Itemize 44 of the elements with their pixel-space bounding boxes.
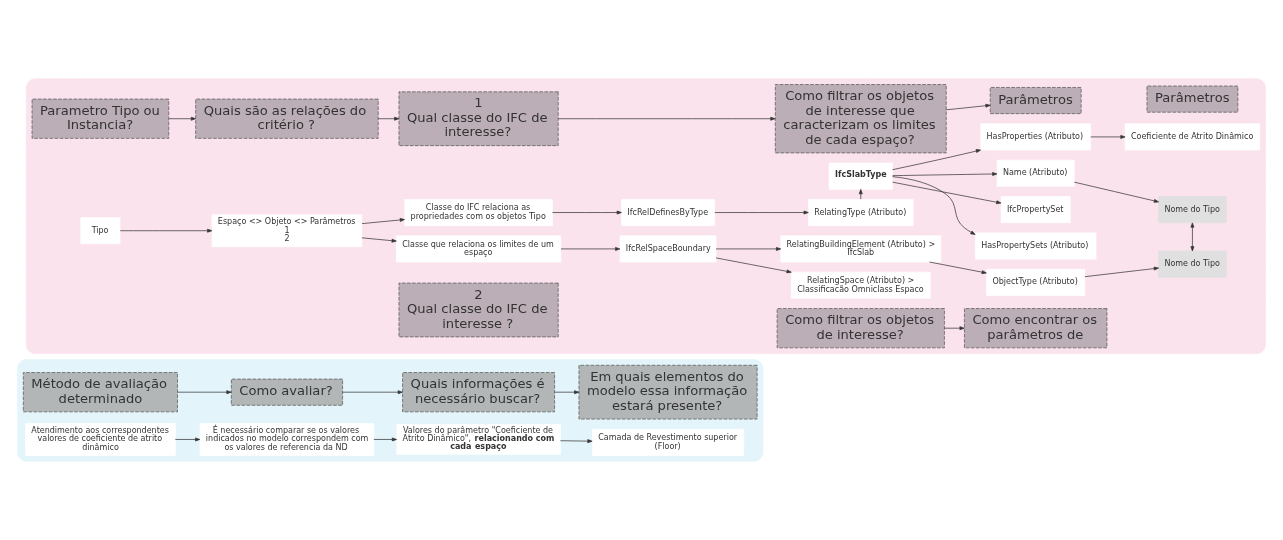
node-box: Como avaliar? bbox=[230, 378, 343, 406]
arrow bbox=[119, 228, 213, 233]
arrow bbox=[558, 116, 776, 121]
cluster bbox=[17, 359, 764, 462]
node-box: Como encontrar os parâmetros de bbox=[964, 308, 1108, 349]
node-box: Parâmetros bbox=[1146, 85, 1239, 113]
arrow bbox=[560, 439, 593, 444]
node-box: Quais são as relações do critério ? bbox=[195, 98, 379, 139]
node-box: Como filtrar os objetos de interesse que caracterizam os limites de cada espaço? bbox=[774, 84, 947, 154]
arrow bbox=[715, 247, 782, 251]
arrow bbox=[1084, 266, 1159, 278]
arrow bbox=[552, 210, 622, 215]
arrow bbox=[929, 261, 987, 275]
arrow bbox=[715, 257, 792, 274]
node-box: 1 Qual classe do IFC de interesse? bbox=[398, 91, 559, 146]
arrow bbox=[946, 103, 991, 111]
node-box: Parâmetros bbox=[989, 87, 1082, 114]
arrow bbox=[892, 181, 1002, 205]
node-box: 2 Qual classe do IFC de interesse ? bbox=[398, 282, 559, 338]
arrow bbox=[342, 390, 403, 395]
arrow bbox=[714, 210, 809, 215]
arrow bbox=[1090, 135, 1126, 139]
arrow bbox=[892, 172, 998, 177]
arrow bbox=[168, 116, 196, 121]
node-box: Método de avaliação determinado bbox=[22, 372, 178, 413]
arrow bbox=[175, 437, 201, 442]
arrow bbox=[361, 218, 405, 224]
arrow bbox=[944, 326, 965, 331]
arrow bbox=[1190, 222, 1195, 252]
arrow bbox=[1074, 181, 1159, 203]
arrow bbox=[554, 390, 580, 395]
node-box: Parametro Tipo ou Instancia? bbox=[31, 98, 170, 139]
arrow bbox=[858, 189, 863, 200]
node-box: Em quais elementos do modelo essa informação estará presente? bbox=[578, 364, 758, 420]
node-box: Quais informações é necessário buscar? bbox=[402, 372, 555, 413]
node-box: Como filtrar os objetos de interesse? bbox=[776, 308, 945, 349]
arrow bbox=[892, 176, 976, 235]
cluster bbox=[25, 78, 1266, 354]
arrow bbox=[177, 390, 232, 395]
arrow bbox=[377, 116, 400, 121]
arrow bbox=[361, 237, 397, 243]
arrow bbox=[892, 149, 981, 171]
arrow bbox=[373, 437, 397, 442]
arrow bbox=[560, 247, 621, 251]
